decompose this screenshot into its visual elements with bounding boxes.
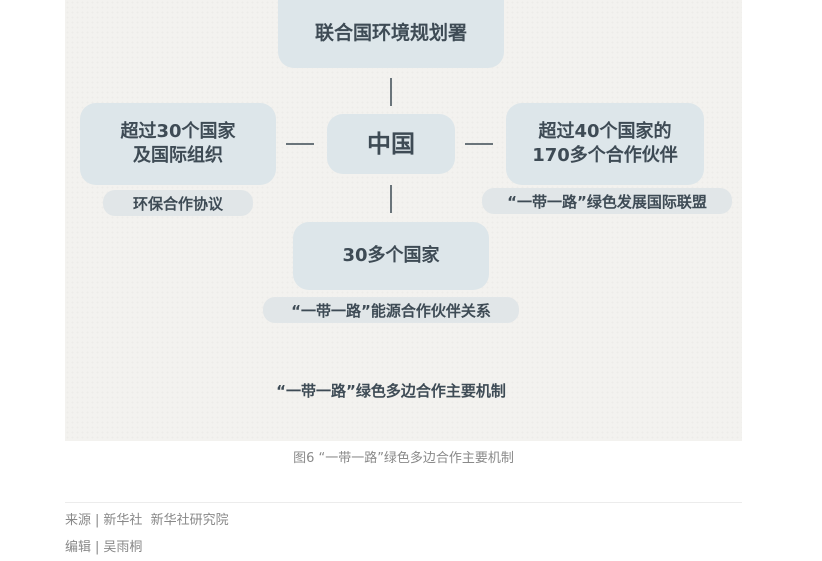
- node-left: 超过30个国家 及国际组织: [80, 103, 276, 185]
- connector-bottom: [390, 185, 392, 213]
- editor-separator: |: [95, 540, 100, 555]
- node-china: 中国: [327, 114, 455, 174]
- tag-right-label: “一带一路”绿色发展国际联盟: [507, 192, 707, 211]
- node-left-line1: 超过30个国家: [120, 120, 236, 142]
- node-china-label: 中国: [367, 129, 415, 158]
- tag-bottom-label: “一带一路”能源合作伙伴关系: [291, 301, 491, 320]
- node-right: 超过40个国家的 170多个合作伙伴: [506, 103, 704, 185]
- divider: [65, 502, 742, 503]
- node-bottom: 30多个国家: [293, 222, 489, 290]
- tag-left-label: 环保合作协议: [132, 194, 223, 213]
- editor-label: 编辑: [65, 540, 92, 555]
- figure-caption: 图6 “一带一路”绿色多边合作主要机制: [293, 451, 514, 466]
- tag-bottom: “一带一路”能源合作伙伴关系: [263, 297, 519, 323]
- diagram-figure: 联合国环境规划署 中国 超过30个国家 及国际组织 环保合作协议 超过40个国家…: [65, 0, 742, 441]
- source-credit: 来源|新华社 新华社研究院: [65, 509, 229, 528]
- diagram-title: “一带一路”绿色多边合作主要机制: [276, 382, 506, 400]
- source-value: 新华社 新华社研究院: [103, 513, 229, 528]
- node-unep-label: 联合国环境规划署: [314, 22, 467, 45]
- editor-value: 吴雨桐: [103, 540, 143, 555]
- connector-left: [286, 143, 314, 145]
- tag-left: 环保合作协议: [103, 190, 253, 216]
- node-right-line1: 超过40个国家的: [538, 120, 672, 142]
- source-label: 来源: [65, 513, 92, 528]
- tag-right: “一带一路”绿色发展国际联盟: [482, 188, 732, 214]
- node-left-line2: 及国际组织: [133, 145, 223, 166]
- source-separator: |: [95, 513, 100, 528]
- editor-credit: 编辑|吴雨桐: [65, 536, 142, 555]
- connector-top: [390, 78, 392, 106]
- node-bottom-label: 30多个国家: [342, 244, 440, 266]
- node-right-line2: 170多个合作伙伴: [532, 145, 678, 166]
- node-unep: 联合国环境规划署: [278, 0, 504, 68]
- connector-right: [465, 143, 493, 145]
